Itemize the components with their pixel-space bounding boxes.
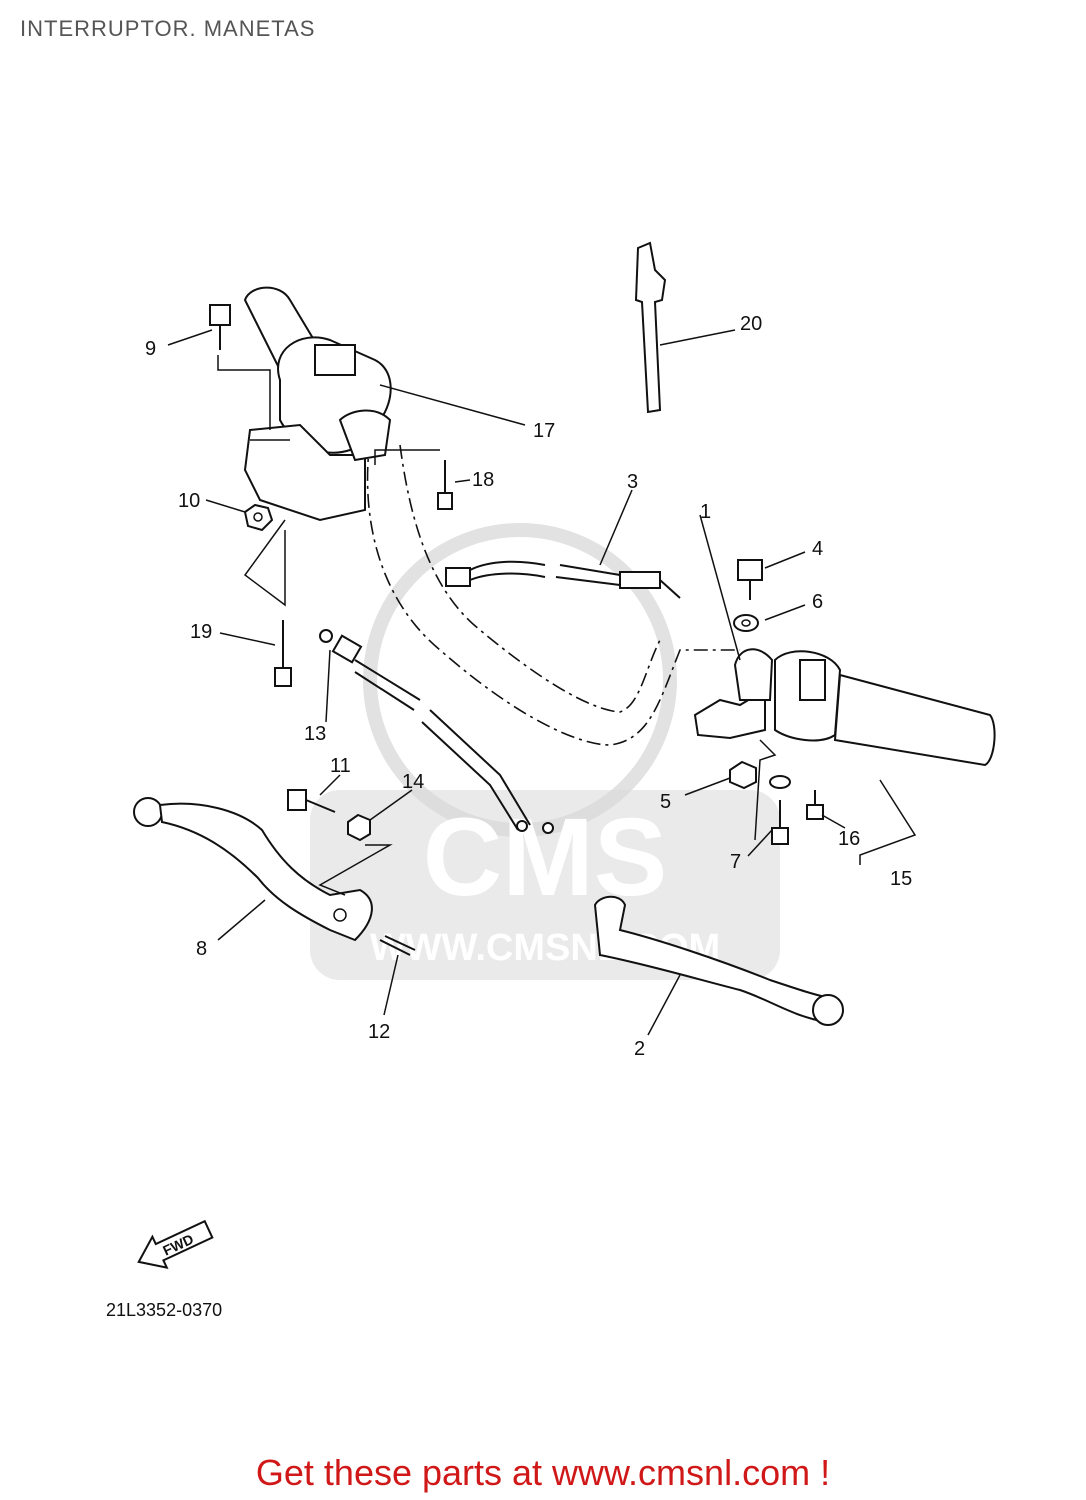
spring-12	[379, 935, 416, 956]
drawing-code: 21L3352-0370	[106, 1300, 223, 1320]
callout-19: 19	[190, 621, 212, 643]
screw-9	[209, 304, 271, 430]
leader-lines	[167, 329, 917, 1036]
cms-watermark: CMS WWW.CMSNL.COM	[310, 523, 780, 980]
page-title: INTERRUPTOR. MANETAS	[20, 16, 316, 41]
callout-18: 18	[472, 469, 494, 491]
clutch-lever-8	[133, 797, 373, 942]
callout-2: 2	[634, 1038, 645, 1060]
callout-10: 10	[178, 490, 200, 512]
callout-8: 8	[196, 938, 207, 960]
washer-6	[733, 614, 759, 632]
screw-16	[806, 790, 824, 820]
callout-1: 1	[700, 501, 711, 523]
callout-5: 5	[660, 791, 671, 813]
callout-17: 17	[533, 420, 555, 442]
callout-12: 12	[368, 1021, 390, 1043]
screw-4	[737, 559, 763, 600]
bolt-7	[769, 775, 791, 845]
watermark-logo: CMS	[423, 796, 667, 919]
callout-numbers: 1 2 3 4 5 6 7 8 9 10 11 12 13 14 15 16 1…	[145, 313, 912, 1060]
callout-15: 15	[890, 868, 912, 890]
nut-5	[729, 760, 757, 790]
callout-7: 7	[730, 851, 741, 873]
footer-link[interactable]: Get these parts at www.cmsnl.com !	[255, 1452, 831, 1493]
callout-11: 11	[330, 755, 351, 777]
callout-16: 16	[838, 828, 860, 850]
nut-14	[318, 813, 393, 896]
bolt-11	[287, 789, 336, 813]
callout-4: 4	[812, 538, 823, 560]
nut-10	[243, 503, 274, 532]
callout-20: 20	[740, 313, 762, 335]
screw-19	[243, 519, 292, 687]
callout-9: 9	[145, 338, 156, 360]
callout-14: 14	[402, 771, 424, 793]
brake-lever-2	[593, 895, 844, 1026]
callout-3: 3	[627, 471, 638, 493]
clutch-switch-13	[319, 629, 554, 834]
screw-18	[374, 449, 453, 510]
left-switch-assembly	[243, 286, 392, 522]
callout-6: 6	[812, 591, 823, 613]
callout-13: 13	[304, 723, 326, 745]
fwd-arrow-icon: FWD	[137, 1219, 214, 1269]
throttle-cable-3	[445, 560, 681, 599]
cable-tie-20	[634, 241, 667, 414]
right-switch-assembly	[693, 648, 996, 841]
